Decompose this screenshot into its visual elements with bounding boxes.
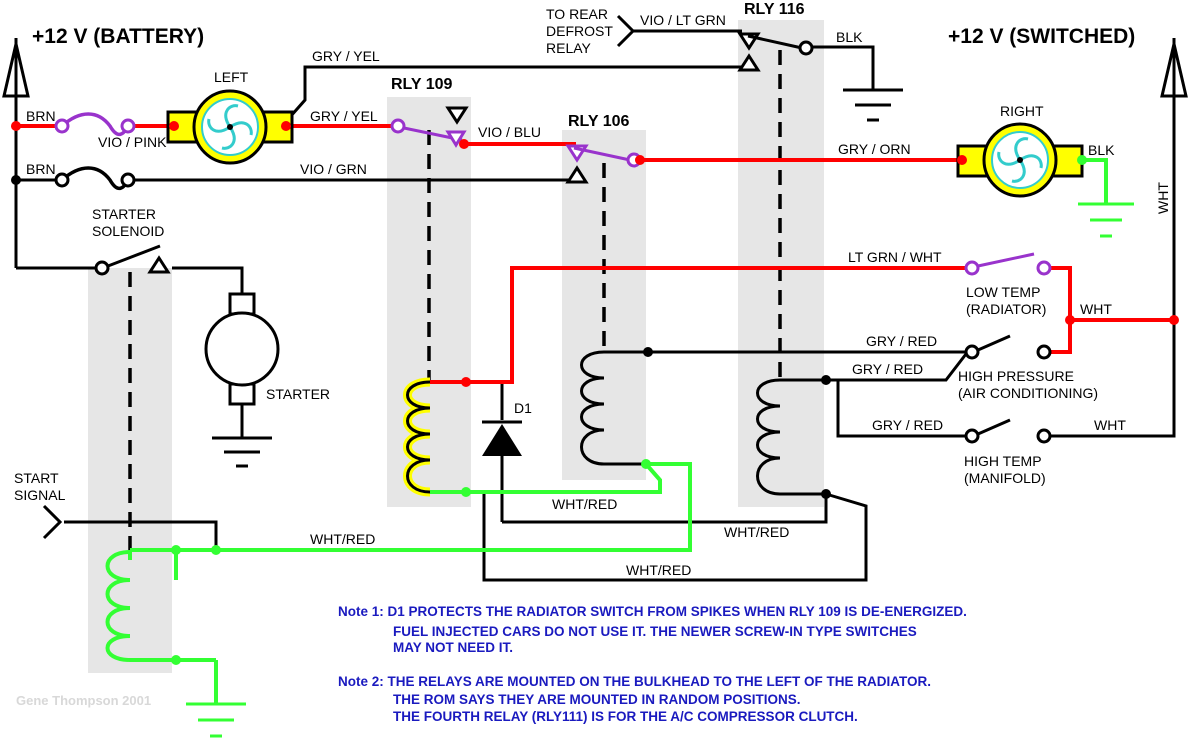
fan-blades-icon [207, 104, 253, 150]
relay-dashed-links [128, 50, 782, 552]
battery-label: +12 V (BATTERY) [32, 25, 204, 48]
rly-106-label: RLY 106 [568, 113, 629, 130]
diode-d1 [482, 420, 522, 456]
high-temp-label-line2: (MANIFOLD) [964, 470, 1046, 486]
low-temp-label-line2: (RADIATOR) [966, 301, 1046, 317]
diode-label: D1 [514, 400, 532, 416]
defrost-label-line3: RELAY [546, 40, 592, 56]
start-signal-label-line2: SIGNAL [14, 487, 66, 503]
fuse-vio-grn [54, 166, 136, 191]
defrost-label-line1: TO REAR [546, 6, 608, 22]
switched-terminal-icon [1160, 38, 1188, 100]
note-1-line3: MAY NOT NEED IT. [393, 640, 513, 655]
ground-symbols [212, 88, 903, 468]
right-fan-label: RIGHT [1000, 103, 1044, 119]
wire-label-wht-red-3: WHT/RED [310, 531, 375, 547]
switched-label: +12 V (SWITCHED) [948, 25, 1135, 48]
wire-label-gry-red-1: GRY / RED [866, 333, 937, 349]
rly-109-coil [403, 377, 431, 497]
rly-106-no-contact [565, 165, 589, 184]
wire-label-wht-switch: WHT [1080, 301, 1112, 317]
low-temp-switch [964, 252, 1052, 276]
starter-solenoid-coil [105, 550, 176, 662]
rly-116-coil [756, 378, 826, 496]
wire-label-wht-vertical: WHT [1155, 182, 1171, 214]
rly-106-switch [565, 144, 642, 168]
connector-arrow-icon [42, 14, 636, 540]
wire-label-vio-grn: VIO / GRN [300, 161, 367, 177]
ground-solenoid-coil [186, 702, 246, 738]
start-signal-label-line1: START [14, 470, 59, 486]
starter-motor [204, 292, 280, 406]
rly-116-shade [738, 20, 824, 507]
starter-solenoid-label-line2: SOLENOID [92, 223, 164, 239]
wire-label-wht-red-1: WHT/RED [552, 496, 617, 512]
ground-starter [212, 436, 272, 468]
note-1-line2: FUEL INJECTED CARS DO NOT USE IT. THE NE… [393, 624, 917, 639]
low-temp-label-line1: LOW TEMP [966, 284, 1040, 300]
high-temp-switch [964, 418, 1052, 444]
wire-label-gry-red-2: GRY / RED [852, 361, 923, 377]
fan-blades-icon [997, 137, 1043, 183]
note-1-line1: Note 1: D1 PROTECTS THE RADIATOR SWITCH … [338, 604, 967, 619]
starter-label: STARTER [266, 386, 330, 402]
note-2-line3: THE FOURTH RELAY (RLY111) IS FOR THE A/C… [393, 709, 858, 724]
wire-label-blk-rly116: BLK [836, 29, 863, 45]
right-fan-motor [956, 122, 1084, 198]
red-wires [16, 124, 1174, 384]
wire-label-vio-blu: VIO / BLU [478, 124, 541, 140]
green-wires [128, 158, 1108, 704]
credit-watermark: Gene Thompson 2001 [16, 693, 151, 708]
starter-solenoid-label-line1: STARTER [92, 206, 156, 222]
rly-106-coil [580, 350, 646, 466]
wire-label-lt-grn-wht: LT GRN / WHT [848, 249, 942, 265]
high-pressure-label-line1: HIGH PRESSURE [958, 368, 1074, 384]
junction-dots [11, 121, 1179, 665]
starter-solenoid-switch [94, 244, 171, 276]
wire-label-vio-lt-grn: VIO / LT GRN [640, 12, 726, 28]
rly-109-switch [390, 118, 467, 148]
rly-116-label: RLY 116 [744, 1, 805, 18]
wire-label-brn-bottom: BRN [26, 161, 56, 177]
rly-109-label: RLY 109 [391, 76, 452, 93]
wire-label-wht-red-2: WHT/RED [724, 524, 789, 540]
wire-label-gry-yel-mid: GRY / YEL [310, 108, 378, 124]
wire-label-gry-red-3: GRY / RED [872, 417, 943, 433]
ground-rly116 [843, 88, 903, 122]
fuse-vio-pink [54, 112, 136, 137]
left-fan-label: LEFT [214, 69, 249, 85]
wire-label-wht-high-temp: WHT [1094, 417, 1126, 433]
ground-right-fan [1078, 202, 1134, 238]
wire-label-wht-red-4: WHT/RED [626, 562, 691, 578]
wire-label-vio-pink: VIO / PINK [98, 134, 167, 150]
high-pressure-label-line2: (AIR CONDITIONING) [958, 385, 1098, 401]
note-2-line2: THE ROM SAYS THEY ARE MOUNTED IN RANDOM … [393, 692, 801, 707]
high-pressure-switch [964, 334, 1052, 360]
note-2-line1: Note 2: THE RELAYS ARE MOUNTED ON THE BU… [338, 674, 931, 689]
rly-109-no-contact [445, 106, 469, 125]
defrost-label-line2: DEFROST [546, 23, 613, 39]
battery-terminal-icon [2, 38, 30, 100]
high-temp-label-line1: HIGH TEMP [964, 453, 1042, 469]
wire-label-gry-yel-top: GRY / YEL [312, 48, 380, 64]
rly-116-switch [737, 32, 814, 72]
wire-label-gry-orn: GRY / ORN [838, 141, 911, 157]
wire-label-blk-right-fan: BLK [1088, 142, 1115, 158]
left-fan-motor [166, 89, 294, 165]
wire-label-brn-top: BRN [26, 108, 56, 124]
